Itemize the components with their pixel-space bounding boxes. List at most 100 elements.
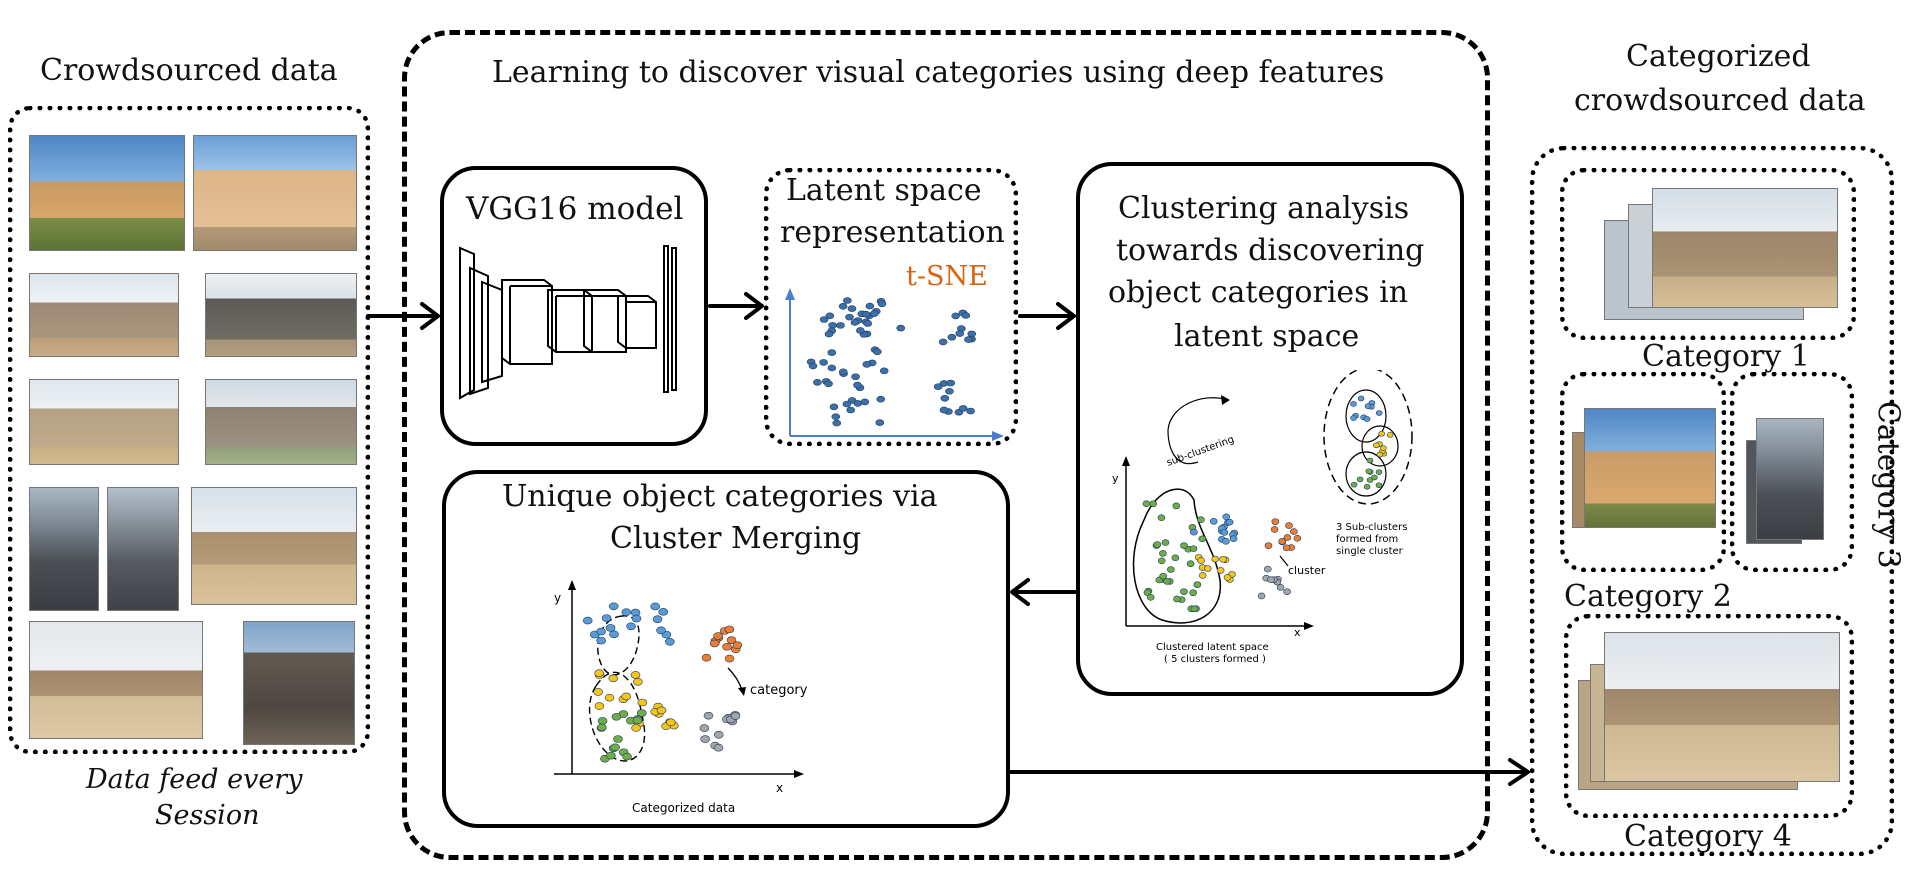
clustering-analysis-box	[1076, 162, 1464, 696]
tsne-point-a-2	[845, 313, 854, 321]
tsne-point-b-11	[896, 324, 906, 332]
category-2-label: Category 2	[1564, 579, 1732, 614]
clustering-title-line1: Clustering analysis	[1118, 191, 1410, 226]
merge-blue-point-7	[626, 622, 636, 631]
tsne-point-d-1	[829, 403, 839, 411]
cluster-green-point-15	[1180, 588, 1188, 595]
cluster-green-point-10	[1189, 545, 1198, 552]
tsne-point-e-3	[955, 330, 965, 337]
tsne-point-c-17	[873, 348, 882, 356]
categorized-title-line1: Categorized	[1626, 39, 1811, 74]
subcluster-outline-3	[1345, 451, 1387, 497]
tsne-point-d-2	[876, 395, 886, 403]
cluster-axis-x-label: x	[1294, 626, 1301, 639]
clustered-caption-1: Clustered latent space	[1156, 642, 1269, 653]
cluster-pointer-line	[1279, 555, 1289, 567]
category-4-label: Category 4	[1624, 819, 1792, 854]
tsne-point-b-9	[869, 310, 879, 317]
tsne-point-c-13	[851, 373, 860, 381]
merge-green-point-6	[636, 709, 647, 717]
subcluster-yellow-point-5	[1380, 445, 1387, 451]
merge-gray-point-2	[700, 735, 710, 743]
merge-orange-point-1	[722, 642, 732, 651]
tsne-point-a-11	[856, 327, 865, 334]
subcluster-yellow-point-7	[1386, 432, 1394, 438]
tsne-point-b-3	[836, 322, 845, 329]
cluster-orange-point-9	[1290, 528, 1298, 535]
tsne-point-c-1	[827, 349, 837, 356]
merge-orange-point-7	[726, 636, 737, 644]
category-2-photo-front	[1584, 408, 1716, 528]
tsne-point-a-3	[863, 320, 873, 327]
photo-pavilion-3	[29, 379, 179, 465]
merge-green-point-4	[611, 712, 622, 721]
clustering-title-line4: latent space	[1174, 319, 1360, 354]
latent-space-box	[764, 168, 1018, 446]
tsne-point-f-7	[966, 407, 975, 415]
merge-yellow-point-b-8	[666, 718, 676, 727]
subcluster-green-point-4	[1375, 469, 1383, 475]
category-pointer-label: category	[750, 683, 808, 698]
tsne-point-e-4	[951, 312, 960, 320]
merge-axis-x-label: x	[776, 781, 783, 795]
crowdsourced-image-grid	[8, 106, 370, 754]
merge-green-point-13	[613, 735, 623, 743]
merging-title-line1: Unique object categories via	[502, 479, 938, 514]
cluster-green-point-16	[1171, 554, 1180, 562]
merge-blue-point-8	[605, 624, 616, 632]
cluster-blue-point-8	[1229, 535, 1238, 542]
subcluster-note-2: formed from	[1336, 534, 1398, 545]
tsne-scatter-plot	[785, 288, 1004, 441]
tsne-point-b-1	[838, 303, 848, 310]
vgg16-network-diagram	[459, 245, 677, 400]
tsne-point-e-8	[964, 336, 973, 343]
subcluster-yellow-point-0	[1378, 430, 1385, 437]
tsne-point-a-13	[824, 330, 834, 338]
vgg-layer-7	[617, 295, 657, 349]
merge-yellow-point-a-3	[630, 671, 641, 679]
tsne-point-f-9	[945, 387, 954, 395]
tsne-point-a-10	[819, 316, 829, 323]
cluster-orange-point-4	[1278, 538, 1287, 545]
merge-green-point-12	[632, 716, 643, 725]
photo-pavilion-4	[205, 379, 357, 465]
tsne-point-f-2	[939, 406, 949, 414]
subclustering-curve	[1167, 397, 1229, 465]
categorized-data-plot: y x category Categorized data	[554, 580, 808, 815]
cluster-blue-point-13	[1220, 529, 1229, 536]
cluster-green-point-33	[1193, 581, 1202, 588]
vgg-layer-2	[469, 266, 489, 396]
tsne-x-arrowhead	[992, 431, 1004, 441]
merge-orange-point-8	[713, 632, 723, 640]
tsne-point-c-14	[862, 361, 872, 368]
cluster-blue-point-5	[1222, 513, 1231, 521]
cluster-green-point-26	[1173, 595, 1181, 603]
merge-yellow-point-b-10	[637, 698, 648, 707]
tsne-point-b-8	[877, 300, 887, 308]
merge-axis-y-label: y	[554, 591, 561, 605]
category-1-label: Category 1	[1642, 339, 1810, 374]
cluster-green-point-7	[1157, 557, 1166, 565]
subcluster-blue-point-9	[1364, 403, 1372, 409]
merge-green-point-14	[597, 723, 607, 732]
merge-blue-point-12	[665, 638, 675, 646]
cluster-axis-y-label: y	[1112, 472, 1119, 485]
categorized-title-line2: crowdsourced data	[1574, 83, 1866, 118]
subcluster-note-1: 3 Sub-clusters	[1336, 522, 1407, 533]
vgg-layer-6	[583, 289, 627, 353]
cluster-green-point-31	[1163, 578, 1171, 585]
merge-gray-point-8	[699, 724, 710, 732]
cluster-orange-point-5	[1270, 526, 1279, 533]
category-4-box	[1564, 614, 1854, 818]
cluster-gray-point-2	[1263, 565, 1272, 573]
tsne-point-b-5	[850, 319, 860, 326]
subcluster-green-point-7	[1356, 476, 1364, 483]
cluster-gray-point-4	[1276, 584, 1285, 591]
tsne-point-f-3	[958, 405, 968, 412]
merge-yellow-point-a-2	[593, 688, 603, 696]
vgg-layer-1	[459, 246, 475, 400]
tsne-point-d-7	[853, 400, 863, 407]
learning-pipeline-container	[402, 30, 1490, 860]
tsne-point-d-5	[832, 419, 842, 427]
cluster-orange-point-8	[1282, 544, 1291, 552]
